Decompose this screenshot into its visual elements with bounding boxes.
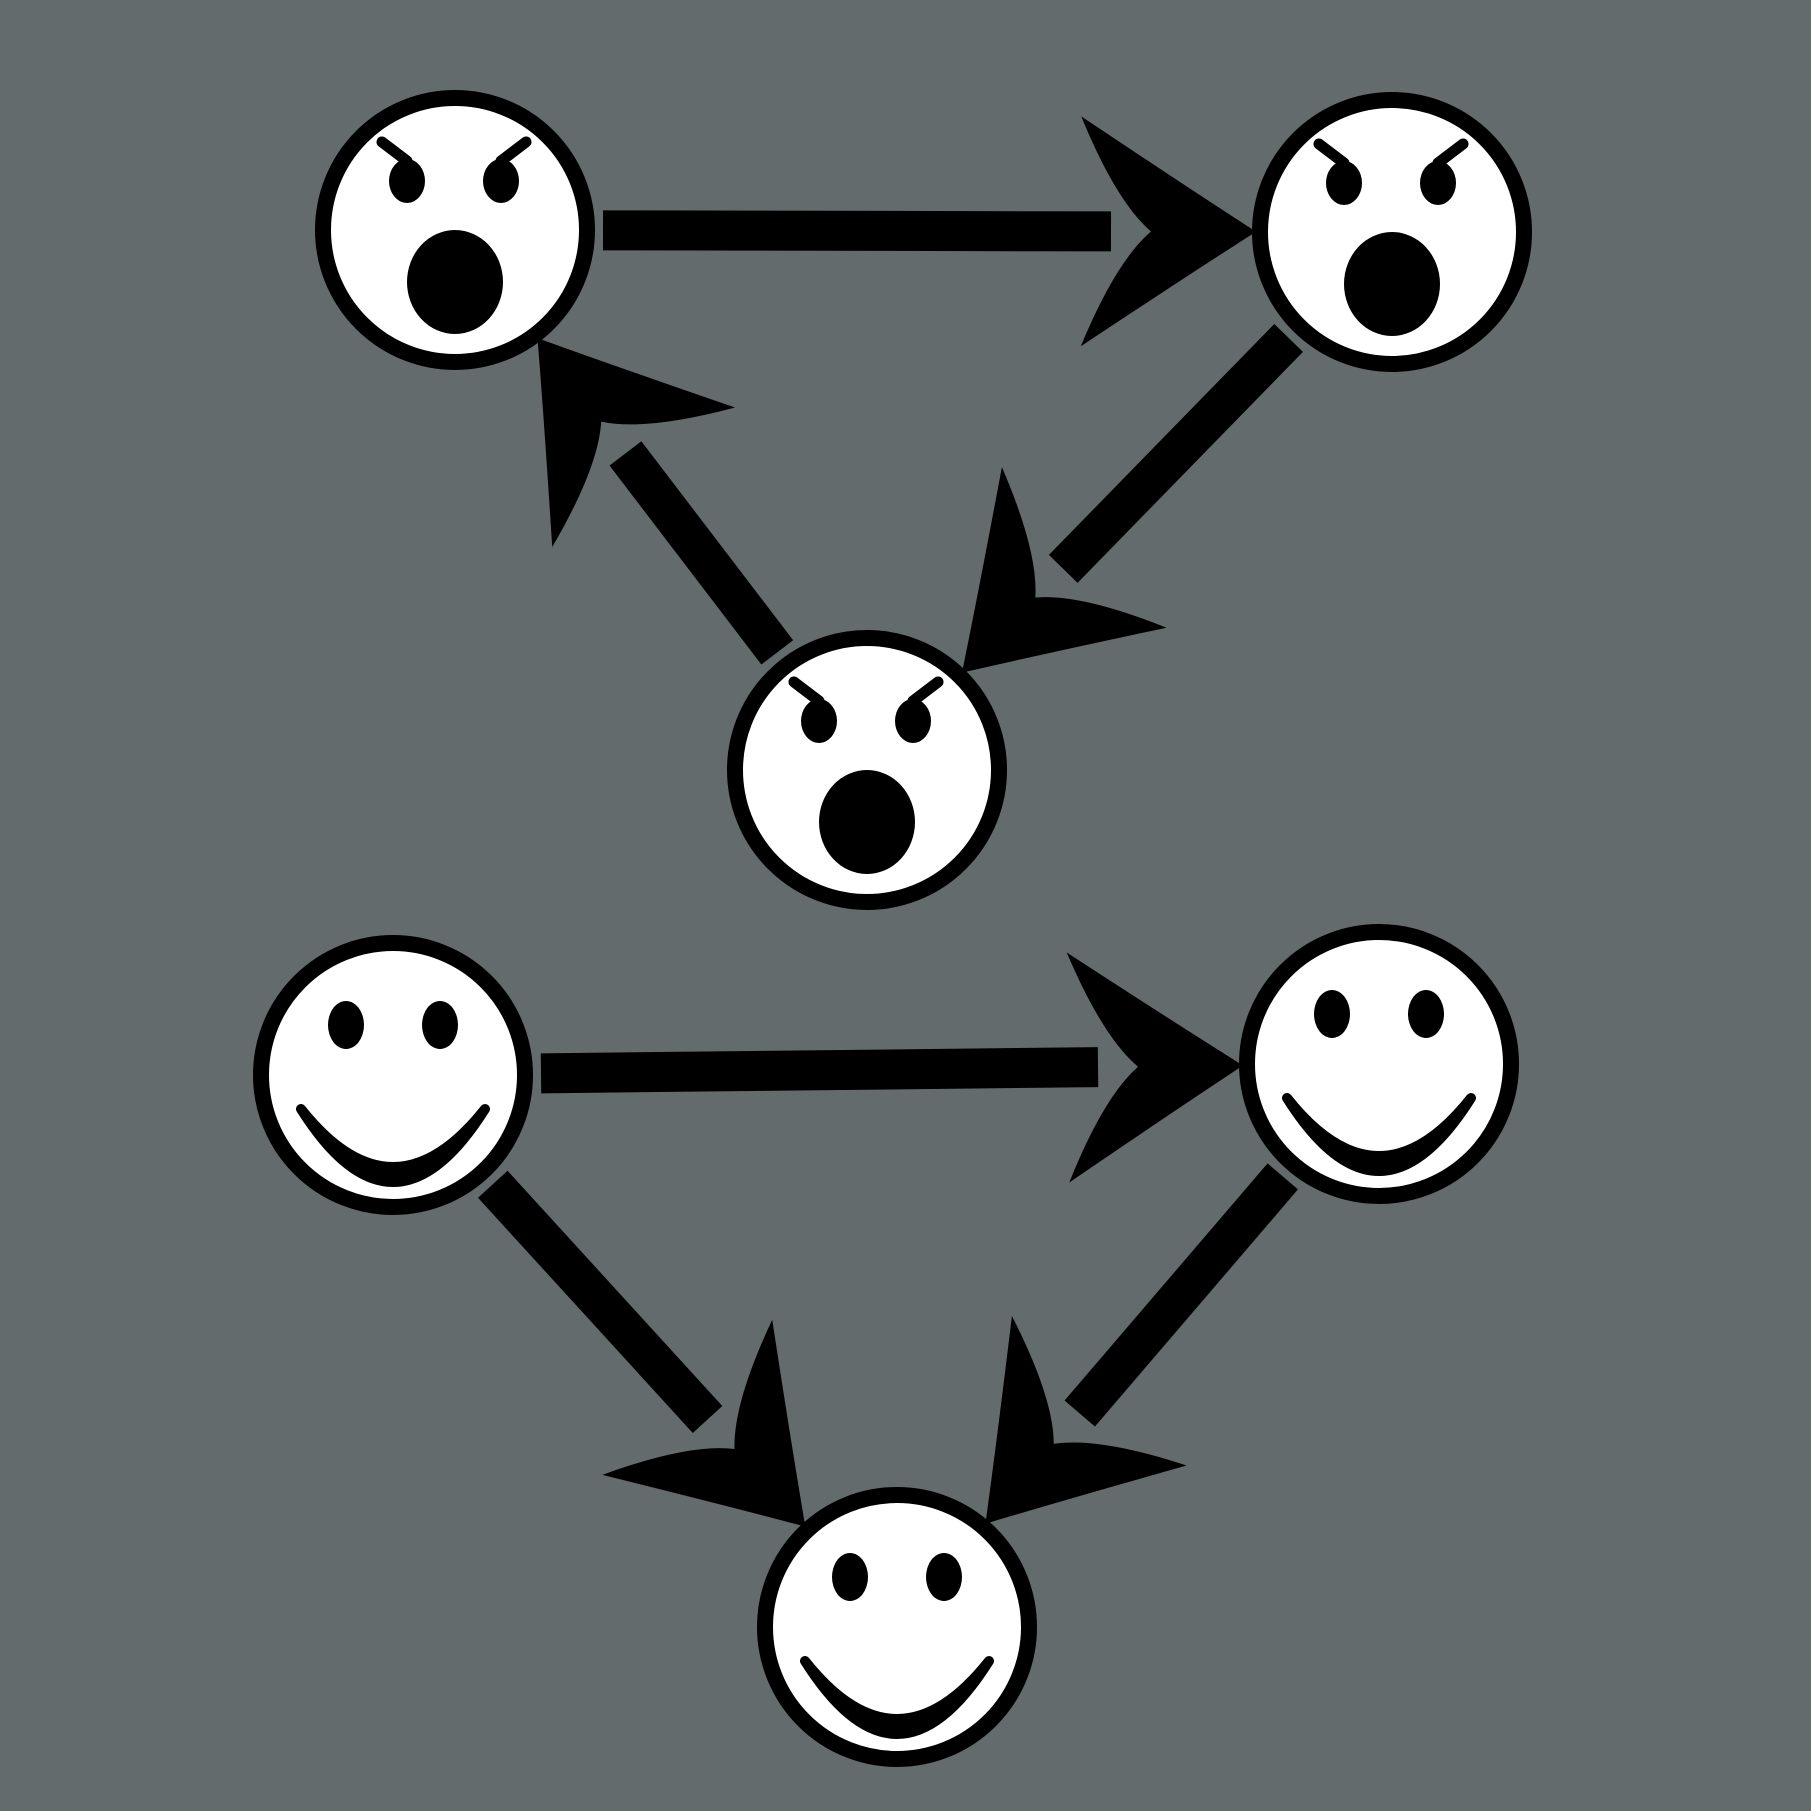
arrow-happy-top-right-to-happy-bottom [985, 1163, 1298, 1524]
smile-mouth [296, 1104, 490, 1187]
arrowhead [1066, 952, 1244, 1183]
arrowhead [602, 1319, 806, 1527]
arrow-shaft [1064, 1163, 1298, 1427]
angry-face-icon [727, 630, 1007, 910]
angry-face-icon [315, 90, 595, 370]
left-eye [389, 159, 425, 203]
right-eye [483, 159, 519, 203]
arrow-shaft [1048, 323, 1303, 583]
right-eye [895, 699, 931, 743]
left-eyebrow [376, 136, 413, 167]
arrow-happy-top-left-to-happy-top-right [540, 952, 1244, 1183]
right-eye [926, 1553, 962, 1601]
arrowhead [985, 1315, 1187, 1524]
arrow-happy-top-left-to-happy-bottom [478, 1170, 806, 1527]
arrow-shaft [478, 1170, 723, 1433]
right-eyebrow [495, 136, 532, 167]
left-eye [801, 699, 837, 743]
faces-layer [253, 90, 1532, 1767]
open-mouth [819, 770, 915, 874]
left-eyebrow [788, 676, 825, 707]
right-eye [1408, 990, 1444, 1038]
right-eyebrow [1432, 138, 1469, 169]
smiley-face-icon [757, 1487, 1037, 1767]
open-mouth [1344, 232, 1440, 336]
arrowhead [1080, 116, 1257, 347]
left-eye [1314, 990, 1350, 1038]
arrow-shaft [540, 1047, 1099, 1094]
right-eye [1420, 161, 1456, 205]
open-mouth [407, 230, 503, 334]
right-eye [422, 1001, 458, 1049]
arrowhead [961, 467, 1167, 673]
left-eyebrow [1313, 138, 1350, 169]
arrow-shaft [602, 210, 1112, 252]
arrow-angry-bottom-to-angry-top-left [537, 338, 794, 665]
left-eye [1326, 161, 1362, 205]
smiley-face-icon [253, 935, 533, 1215]
smile-mouth [800, 1656, 994, 1739]
arrow-angry-top-right-to-angry-bottom [961, 323, 1303, 673]
right-eyebrow [907, 676, 944, 707]
smiley-face-icon [1239, 924, 1519, 1204]
arrowhead [537, 338, 736, 548]
arrow-shaft [609, 441, 794, 665]
left-eye [328, 1001, 364, 1049]
left-eye [832, 1553, 868, 1601]
smile-mouth [1282, 1093, 1476, 1176]
angry-face-icon [1252, 92, 1532, 372]
arrows-layer [478, 116, 1303, 1527]
arrow-angry-top-left-to-angry-top-right [602, 116, 1257, 347]
